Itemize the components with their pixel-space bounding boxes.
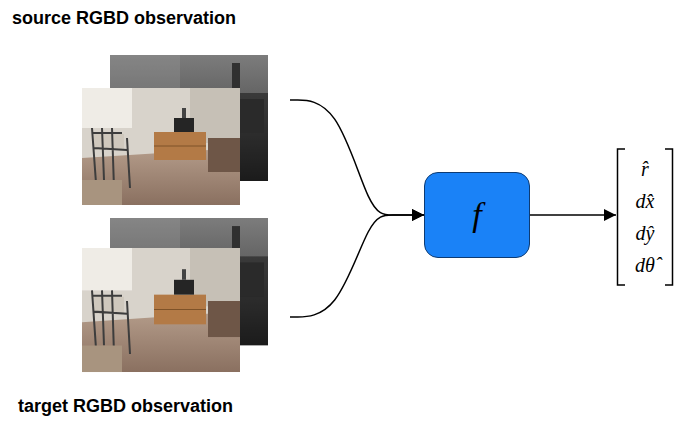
function-box: f [424, 172, 530, 258]
observation-title: target RGBD observation [18, 396, 233, 418]
flow-arrow [290, 215, 424, 317]
vector-entries: r̂ dx̂ dŷ dθ̂ [635, 153, 655, 281]
target-rgb-image [82, 248, 240, 372]
right-bracket [665, 149, 673, 285]
source-rgb-image [82, 88, 240, 205]
left-bracket [618, 149, 626, 285]
function-symbol: f [472, 195, 481, 236]
flow-arrow [530, 214, 616, 216]
observation-group: source RGBD observation [8, 6, 290, 206]
observation-group: target RGBD observation [8, 214, 290, 420]
output-vector: r̂ dx̂ dŷ dθ̂ [616, 148, 674, 286]
observation-title: source RGBD observation [12, 8, 236, 30]
flow-arrow [290, 100, 424, 215]
